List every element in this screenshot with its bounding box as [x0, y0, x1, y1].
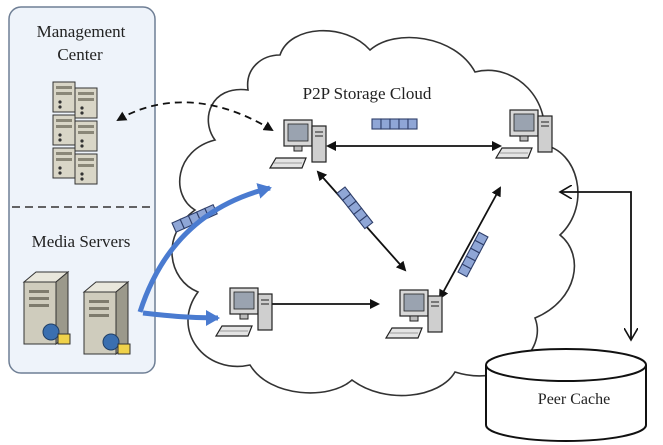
left-panel: Management Center Media Servers	[8, 6, 156, 374]
cloud-title: P2P Storage Cloud	[303, 84, 432, 103]
management-center-label: Management	[37, 22, 126, 41]
management-link-arrow	[116, 101, 274, 132]
management-center-label-2: Center	[57, 45, 103, 64]
stream-arrow-upper	[137, 183, 272, 313]
server-rack-icon	[52, 81, 98, 185]
cylinder-icon	[485, 348, 647, 442]
stream-arrow-lower	[142, 309, 220, 326]
media-servers-label: Media Servers	[32, 232, 131, 251]
peer-link-diagonal-right	[439, 186, 501, 300]
cache-link-arrow	[560, 192, 631, 340]
peer-cache-label: Peer Cache	[538, 391, 610, 408]
packet-queue-icon	[371, 118, 418, 130]
